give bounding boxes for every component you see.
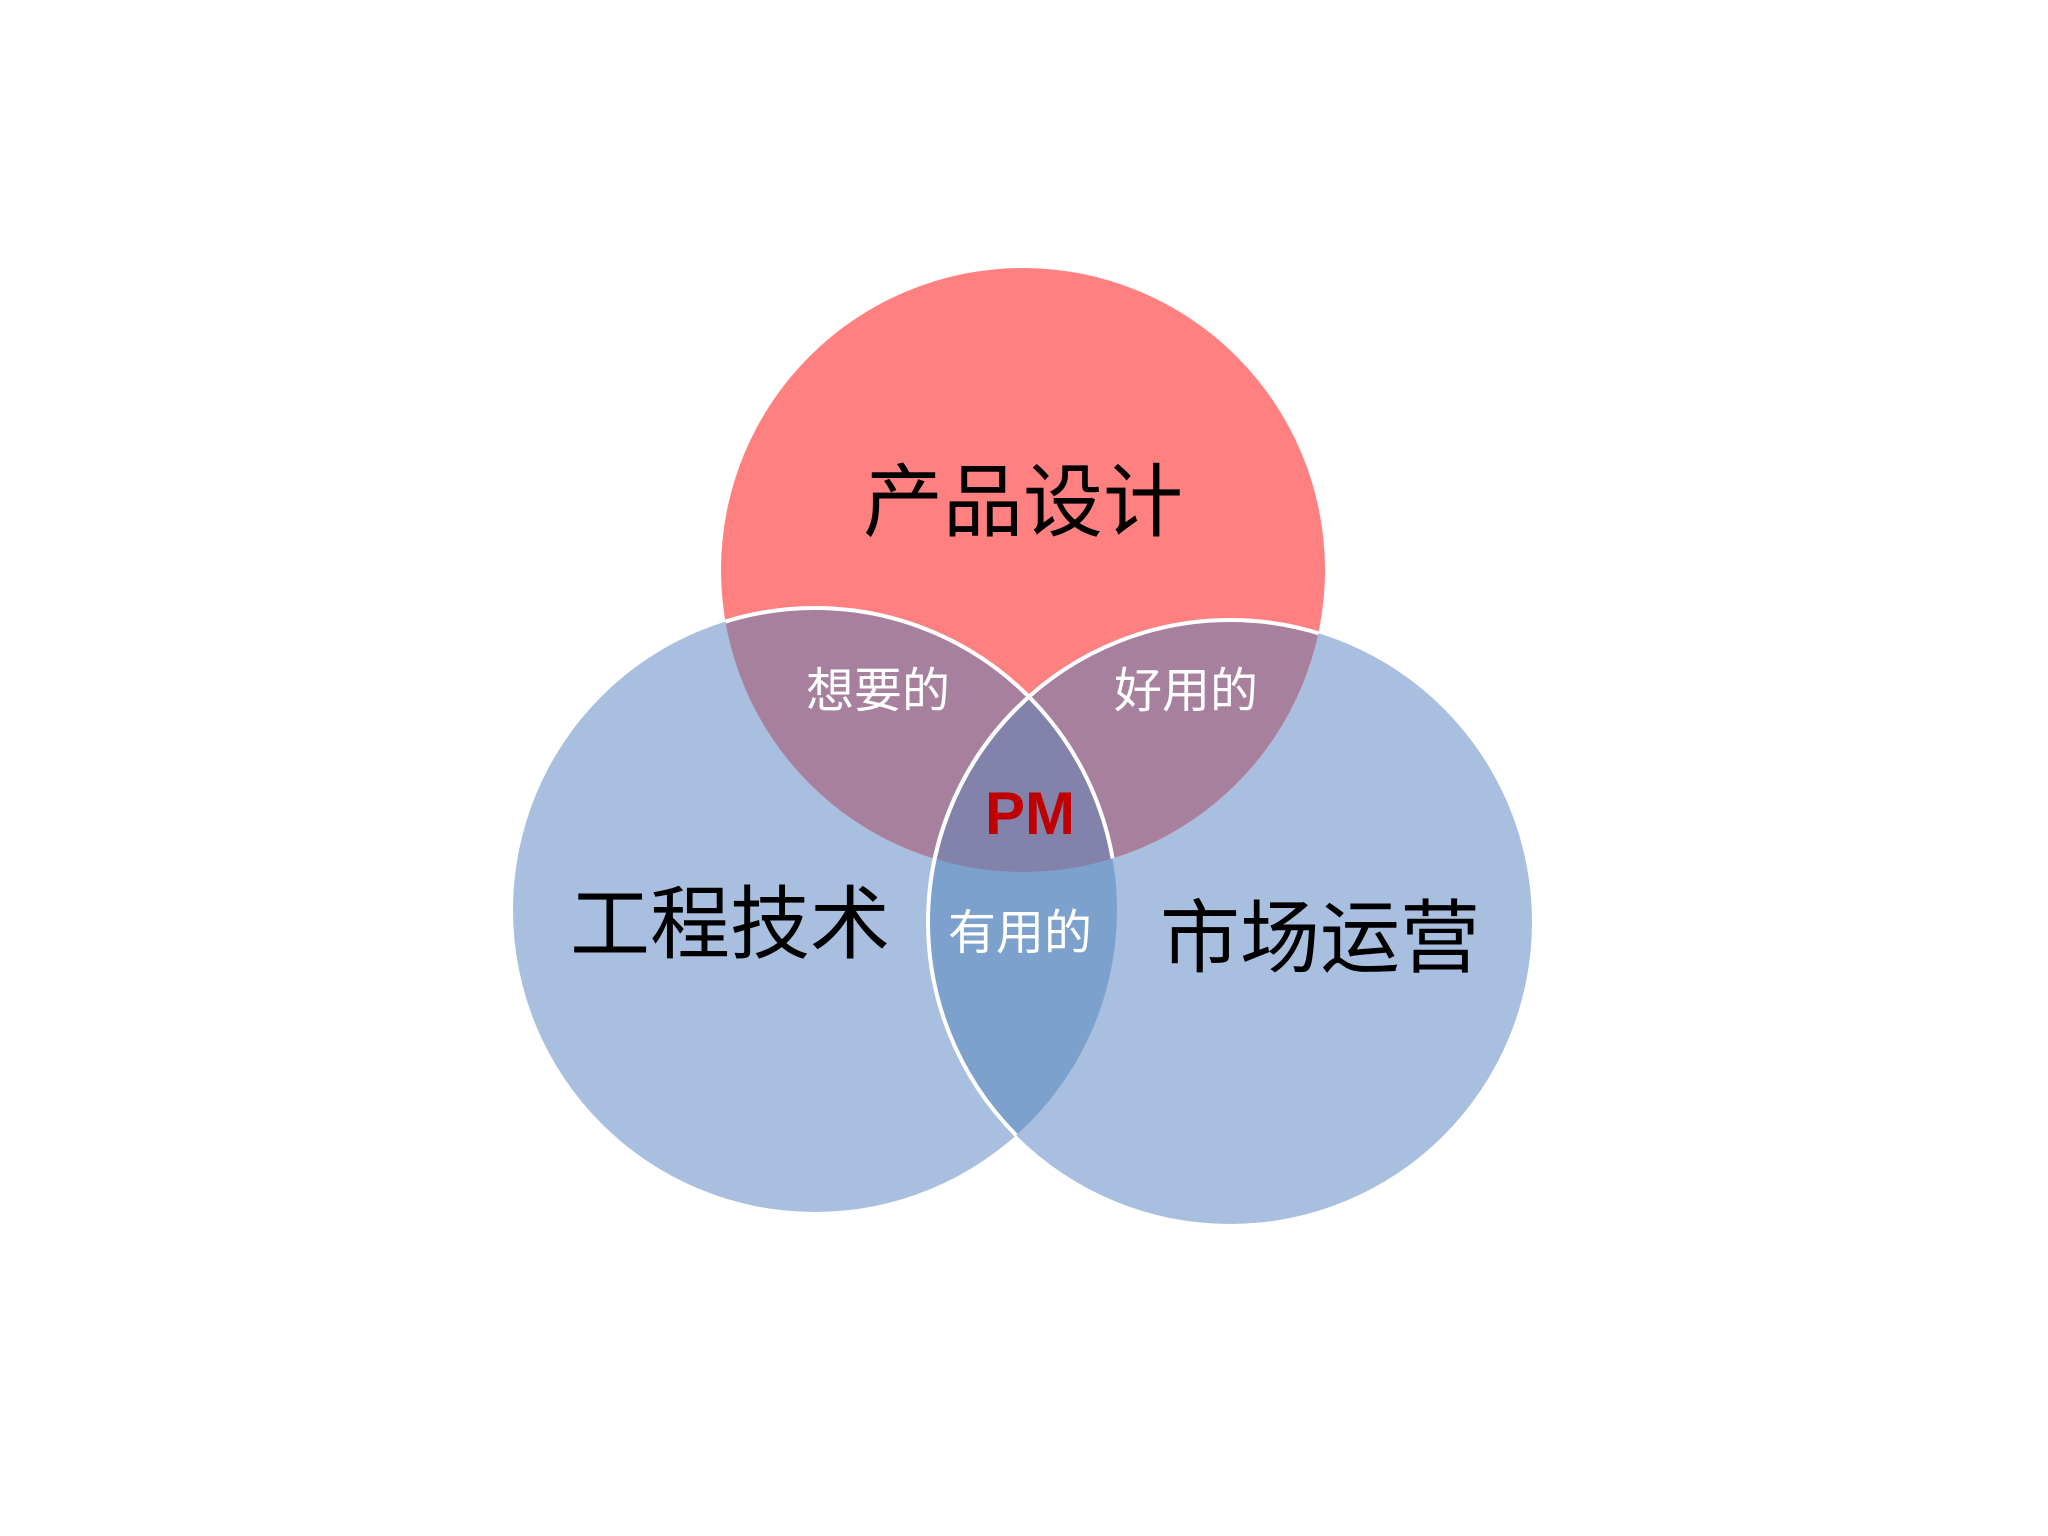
product-design-label: 产品设计	[863, 456, 1183, 549]
useful-label: 有用的	[948, 905, 1092, 961]
pm-label: PM	[985, 780, 1075, 847]
right-circle-outline-lower	[926, 618, 1117, 1212]
marketing-label: 市场运营	[1160, 892, 1480, 985]
left-circle-outline	[721, 606, 1119, 872]
usable-label: 好用的	[1114, 663, 1258, 719]
wanted-overlap	[721, 608, 1117, 872]
right-circle-outline	[926, 618, 1325, 872]
center-overlap	[928, 620, 1117, 872]
wanted-label: 想要的	[806, 663, 950, 719]
engineering-label: 工程技术	[570, 878, 890, 971]
